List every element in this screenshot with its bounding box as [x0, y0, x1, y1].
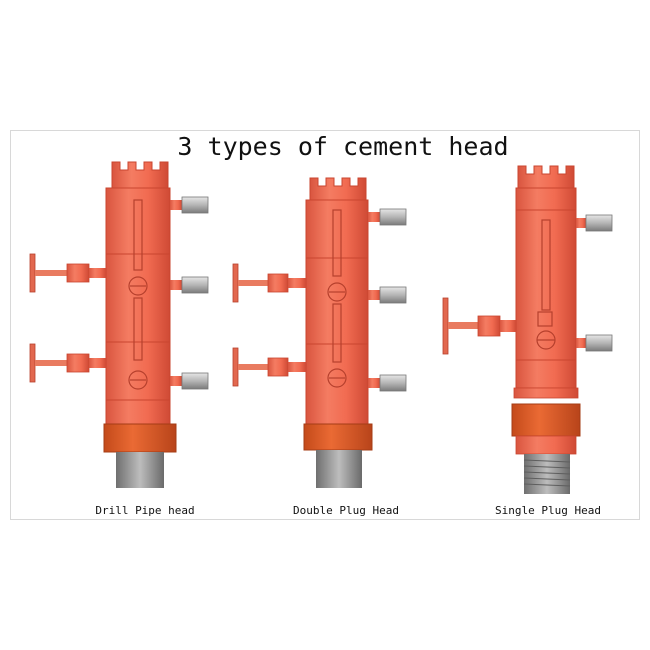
single-plug-head — [442, 165, 613, 494]
right-fitting — [368, 208, 407, 392]
page-title: 3 types of cement head — [177, 132, 509, 161]
internal-plug-outline — [128, 199, 148, 390]
thread — [116, 452, 164, 488]
double-plug-head-label: Double Plug Head — [293, 504, 399, 517]
valve-handle — [442, 297, 516, 355]
head-body — [105, 187, 171, 427]
crown — [111, 161, 169, 191]
double-plug-head — [232, 177, 407, 488]
thread — [316, 450, 362, 488]
valve-handle — [232, 263, 306, 387]
internal-plug-outline — [327, 209, 347, 388]
internal-plug-outline — [536, 219, 556, 350]
head-body — [515, 187, 577, 389]
collar — [303, 423, 373, 451]
head-body — [305, 199, 369, 427]
valve-handle — [29, 253, 106, 383]
crown — [309, 177, 367, 203]
single-plug-head-label: Single Plug Head — [495, 504, 601, 517]
crown — [517, 165, 575, 191]
right-fitting — [576, 214, 613, 352]
collar — [103, 423, 177, 453]
drill-pipe-head — [29, 161, 209, 488]
collar — [511, 403, 581, 437]
drill-pipe-head-label: Drill Pipe head — [95, 504, 195, 517]
right-fitting — [170, 196, 209, 390]
collar — [513, 387, 579, 399]
